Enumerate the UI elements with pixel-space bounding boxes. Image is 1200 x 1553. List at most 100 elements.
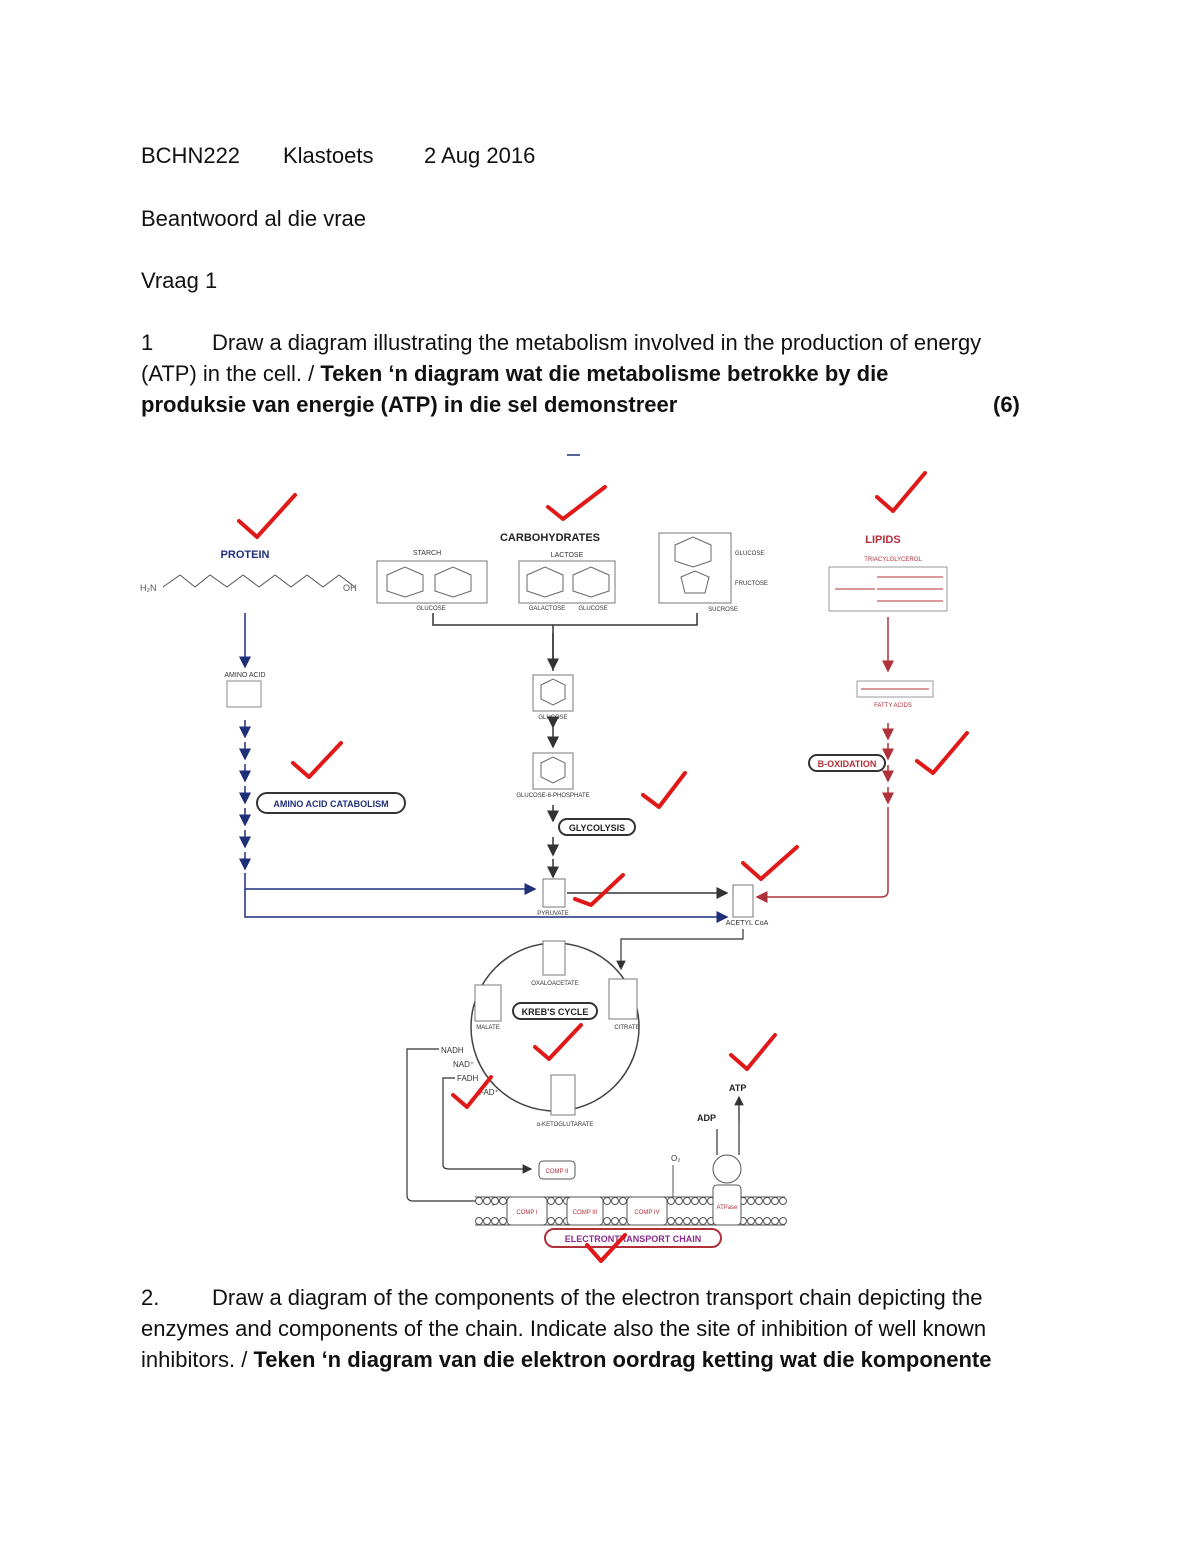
o2-label: O₂ xyxy=(671,1154,680,1163)
acetyl-coa-box xyxy=(732,884,754,918)
acetyl-coa-label: ACETYL CoA xyxy=(726,920,769,927)
galactose-label: GALACTOSE xyxy=(529,606,566,612)
malate-label: MALATE xyxy=(476,1025,500,1031)
check-mark-acetyl-coa xyxy=(741,845,799,881)
lactose-glucose-label: GLUCOSE xyxy=(578,606,607,612)
check-mark-glycolysis xyxy=(641,771,687,809)
membrane-bead xyxy=(667,1217,675,1225)
lipids-label: LIPIDS xyxy=(865,534,900,546)
membrane-bead xyxy=(619,1217,627,1225)
q2-line3-plain: inhibitors. / xyxy=(141,1347,254,1372)
glucose-box xyxy=(532,674,574,712)
carb-bracket xyxy=(432,613,698,671)
membrane-bead xyxy=(779,1217,787,1225)
membrane-bead xyxy=(779,1197,787,1205)
q2-line3-bold: Teken ‘n diagram van die elektron oordra… xyxy=(253,1347,992,1372)
course-code: BCHN222 xyxy=(141,143,241,168)
amino-acid-label: AMINO ACID xyxy=(224,672,265,679)
protein-to-pyruvate-line xyxy=(244,873,537,895)
krebs-cycle-badge xyxy=(512,1002,598,1020)
section-title: Vraag 1 xyxy=(141,268,218,293)
lipid-to-acetylcoa-line xyxy=(755,807,889,903)
g6p-label: GLUCOSE-6-PHOSPHATE xyxy=(516,793,589,799)
etc-label: ELECTRONTRANSPORT CHAIN xyxy=(565,1234,702,1244)
comp2-label: COMP II xyxy=(546,1169,569,1175)
protein-h2n: H₂N xyxy=(140,583,157,593)
atp-label: ATP xyxy=(729,1083,746,1093)
membrane-bead xyxy=(683,1197,691,1205)
carbohydrates-label: CARBOHYDRATES xyxy=(500,532,600,544)
membrane-bead xyxy=(755,1197,763,1205)
check-mark-amino-catabolism xyxy=(291,741,343,779)
membrane-bead xyxy=(611,1217,619,1225)
b-oxidation-badge xyxy=(808,754,886,772)
q1-line2-bold: Teken ‘n diagram wat die metabolisme bet… xyxy=(320,361,889,386)
check-mark-pyruvate xyxy=(573,873,625,907)
membrane-bead xyxy=(619,1197,627,1205)
comp2-box xyxy=(538,1160,576,1180)
citrate-label: CITRATE xyxy=(614,1025,639,1031)
membrane-bead xyxy=(555,1197,563,1205)
etc-badge xyxy=(544,1228,722,1248)
comp1-label: COMP I xyxy=(516,1210,538,1216)
triacylglycerol-box xyxy=(828,566,948,612)
citrate-box xyxy=(608,978,638,1020)
test-date: 2 Aug 2016 xyxy=(424,143,536,168)
oxaloacetate-box xyxy=(542,940,566,976)
triacylglycerol-chains xyxy=(835,576,943,602)
q2-line1: Draw a diagram of the components of the … xyxy=(212,1285,983,1310)
membrane-bead xyxy=(699,1217,707,1225)
b-oxidation-label: B-OXIDATION xyxy=(818,759,877,769)
nad-label: NAD⁺ xyxy=(453,1060,474,1069)
membrane-bead xyxy=(475,1217,483,1225)
glycolysis-label: GLYCOLYSIS xyxy=(569,823,625,833)
glucose-label: GLUCOSE xyxy=(538,715,567,721)
q2-line3: inhibitors. / Teken ‘n diagram van die e… xyxy=(141,1344,991,1375)
membrane-bead xyxy=(771,1197,779,1205)
amino-acid-box xyxy=(226,680,262,708)
malate-box xyxy=(474,984,502,1022)
q2-number: 2. xyxy=(141,1285,160,1310)
fatty-acid-box xyxy=(856,680,934,698)
triacylglycerol-label: TRIACYLGLYCEROL xyxy=(864,557,922,563)
sucrose-ring-2 xyxy=(680,570,710,594)
pyruvate-label: PYRUVATE xyxy=(537,911,568,917)
membrane-bead xyxy=(499,1217,507,1225)
membrane-bead xyxy=(491,1217,499,1225)
lactose-ring-2 xyxy=(572,566,610,598)
membrane-bead xyxy=(603,1217,611,1225)
acetylcoa-to-cycle-line xyxy=(616,929,744,971)
starch-ring-2 xyxy=(434,566,472,598)
nadh-label: NADH xyxy=(441,1046,464,1055)
check-mark-carbohydrates xyxy=(546,485,607,521)
q2-line2: enzymes and components of the chain. Ind… xyxy=(141,1316,987,1341)
check-mark-etc xyxy=(585,1233,627,1263)
adp-label: ADP xyxy=(697,1113,716,1123)
membrane-bead xyxy=(491,1197,499,1205)
membrane-bead xyxy=(755,1217,763,1225)
protein-oh: OH xyxy=(343,583,357,593)
q1-line2: (ATP) in the cell. / Teken ‘n diagram wa… xyxy=(141,358,888,389)
check-mark-lipids xyxy=(875,471,927,513)
instruction: Beantwoord al die vrae xyxy=(141,206,367,231)
starch-ring-1 xyxy=(386,566,424,598)
membrane-bead xyxy=(611,1197,619,1205)
atpase-label: ATPase xyxy=(717,1205,739,1211)
check-mark-b-oxidation xyxy=(915,731,969,775)
comp4-box xyxy=(626,1196,668,1226)
lactose-box xyxy=(518,560,616,604)
sucrose-box xyxy=(658,532,732,604)
starch-glucose-label: GLUCOSE xyxy=(416,606,445,612)
protein-label: PROTEIN xyxy=(221,549,270,561)
q1-marks: (6) xyxy=(993,392,1020,417)
membrane-bead xyxy=(691,1217,699,1225)
lactose-ring-1 xyxy=(526,566,564,598)
check-mark-nadh xyxy=(451,1075,493,1109)
comp3-label: COMP III xyxy=(573,1210,598,1216)
membrane-bead xyxy=(547,1197,555,1205)
protein-chain xyxy=(162,574,356,588)
membrane-bead xyxy=(667,1197,675,1205)
nadh-to-comp1-line xyxy=(406,1048,503,1206)
membrane-bead xyxy=(603,1197,611,1205)
g6p-box xyxy=(532,752,574,790)
